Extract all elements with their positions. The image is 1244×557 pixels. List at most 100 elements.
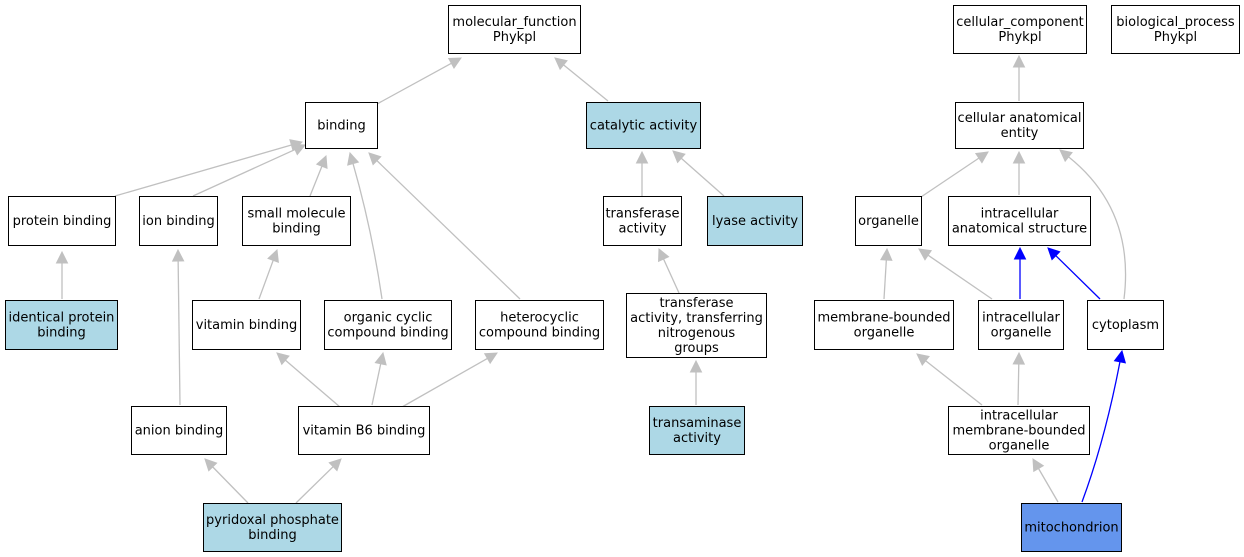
node-cellular-anatomical-entity-box <box>955 102 1084 149</box>
node-ion-binding[interactable]: ion binding <box>139 196 218 246</box>
node-intracellular-membrane-bounded-organelle-box <box>948 406 1090 455</box>
edge-mitochondrion-to-cytoplasm-arrowhead <box>1113 349 1127 364</box>
node-intracellular-anatomical-structure-label-line: intracellular <box>981 207 1059 222</box>
node-transferase-nitrogenous-label-line: groups <box>674 341 719 356</box>
edge-identical-protein-binding-to-protein-binding-arrowhead <box>55 250 69 264</box>
edge-cytoplasm-to-cellular-anatomical-entity <box>1059 149 1127 300</box>
node-organelle-box <box>855 196 922 246</box>
node-binding-label-line: binding <box>317 119 365 134</box>
edge-cytoplasm-to-intracellular-anatomical-structure-arrowhead <box>1047 247 1061 261</box>
edge-binding-to-molecular-function <box>376 57 462 105</box>
edge-intracellular-membrane-bounded-organelle-to-membrane-bounded-organelle-line <box>925 360 983 406</box>
node-protein-binding-box <box>8 196 116 246</box>
edge-pyridoxal-phosphate-binding-to-vitamin-b6-binding <box>295 458 342 504</box>
node-pyridoxal-phosphate-binding-box <box>203 503 342 552</box>
node-molecular-function-label-line: molecular_function <box>452 15 576 30</box>
edge-vitamin-b6-binding-to-heterocyclic-compound-binding-arrowhead <box>483 352 498 365</box>
node-cellular-component-label-line: Phykpl <box>998 30 1041 45</box>
node-molecular-function-box <box>448 5 581 54</box>
node-intracellular-membrane-bounded-organelle-label-line: intracellular <box>980 409 1058 424</box>
edge-intracellular-membrane-bounded-organelle-to-intracellular-organelle-line <box>1017 363 1020 406</box>
edge-mitochondrion-to-cytoplasm <box>1081 349 1127 503</box>
node-transferase-nitrogenous-label-line: transferase <box>659 296 733 311</box>
node-ion-binding-label-line: ion binding <box>142 214 214 229</box>
node-protein-binding[interactable]: protein binding <box>8 196 116 246</box>
edge-lyase-activity-to-catalytic-activity <box>672 150 725 197</box>
edge-pyridoxal-phosphate-binding-to-anion-binding-arrowhead <box>204 458 218 472</box>
node-ion-binding-box <box>139 196 218 246</box>
edge-vitamin-b6-binding-to-organic-cyclic-compound-binding <box>371 351 387 406</box>
node-intracellular-membrane-bounded-organelle-label-line: membrane-bounded <box>952 424 1085 439</box>
node-transferase-nitrogenous-label-line: nitrogenous <box>658 326 736 341</box>
edge-ion-binding-to-binding-arrowhead <box>291 144 307 156</box>
node-organelle-label-line: organelle <box>858 214 919 229</box>
node-lyase-activity[interactable]: lyase activity <box>707 196 803 246</box>
node-membrane-bounded-organelle-label-line: membrane-bounded <box>817 311 950 326</box>
node-binding[interactable]: binding <box>305 102 378 149</box>
node-cytoplasm[interactable]: cytoplasm <box>1087 300 1164 350</box>
node-membrane-bounded-organelle-box <box>814 300 954 350</box>
node-transferase-nitrogenous-box <box>626 293 767 358</box>
node-anion-binding[interactable]: anion binding <box>131 406 227 455</box>
edge-membrane-bounded-organelle-to-organelle-line <box>883 259 887 300</box>
node-organic-cyclic-compound-binding-box <box>324 300 452 350</box>
edge-transferase-activity-to-catalytic-activity-arrowhead <box>635 150 649 164</box>
edge-cytoplasm-to-intracellular-anatomical-structure-line <box>1055 255 1101 300</box>
node-small-molecule-binding-label-line: small molecule <box>248 207 346 222</box>
node-intracellular-anatomical-structure-label-line: anatomical structure <box>952 222 1087 237</box>
node-catalytic-activity-label-line: catalytic activity <box>590 119 698 134</box>
edge-lyase-activity-to-catalytic-activity-line <box>680 157 725 197</box>
edge-protein-binding-to-binding-line <box>114 144 292 197</box>
node-vitamin-b6-binding-box <box>298 406 430 455</box>
node-intracellular-organelle-label-line: intracellular <box>982 311 1060 326</box>
node-mitochondrion[interactable]: mitochondrion <box>1021 503 1122 552</box>
edge-vitamin-b6-binding-to-vitamin-binding-arrowhead <box>276 352 290 366</box>
node-mitochondrion-label-line: mitochondrion <box>1024 521 1118 536</box>
edge-pyridoxal-phosphate-binding-to-anion-binding <box>204 458 249 504</box>
edge-intracellular-membrane-bounded-organelle-to-membrane-bounded-organelle <box>916 353 983 406</box>
node-organelle[interactable]: organelle <box>855 196 922 246</box>
node-transferase-activity-box <box>603 196 682 246</box>
node-binding-box <box>305 102 378 149</box>
edge-ion-binding-to-binding <box>192 144 307 197</box>
node-small-molecule-binding-box <box>242 196 351 246</box>
edge-transaminase-activity-to-transferase-nitrogenous <box>689 359 703 405</box>
node-cytoplasm-box <box>1087 300 1164 350</box>
node-mitochondrion-box <box>1021 503 1122 552</box>
edge-binding-to-molecular-function-line <box>376 62 452 105</box>
node-heterocyclic-compound-binding-label-line: compound binding <box>479 326 600 341</box>
edge-intracellular-anatomical-structure-to-cellular-anatomical-entity <box>1012 150 1026 195</box>
node-vitamin-binding[interactable]: vitamin binding <box>192 300 301 350</box>
node-biological-process-label-line: Phykpl <box>1154 30 1197 45</box>
edge-ion-binding-to-binding-line <box>192 148 296 197</box>
node-cellular-anatomical-entity-label-line: cellular anatomical <box>958 111 1082 126</box>
node-pyridoxal-phosphate-binding-label-line: binding <box>248 528 296 543</box>
node-small-molecule-binding-label-line: binding <box>272 222 320 237</box>
node-vitamin-b6-binding[interactable]: vitamin B6 binding <box>298 406 430 455</box>
node-anion-binding-label-line: anion binding <box>135 424 224 439</box>
edge-organelle-to-cellular-anatomical-entity <box>920 151 989 198</box>
edge-intracellular-membrane-bounded-organelle-to-intracellular-organelle <box>1012 351 1026 406</box>
node-catalytic-activity[interactable]: catalytic activity <box>586 102 701 149</box>
node-vitamin-binding-label-line: vitamin binding <box>196 318 297 333</box>
node-transferase-nitrogenous-label-line: activity, transferring <box>630 311 763 326</box>
edge-mitochondrion-to-intracellular-membrane-bounded-organelle-arrowhead <box>1032 458 1045 473</box>
edge-identical-protein-binding-to-protein-binding <box>55 250 69 299</box>
node-protein-binding-label-line: protein binding <box>13 214 112 229</box>
